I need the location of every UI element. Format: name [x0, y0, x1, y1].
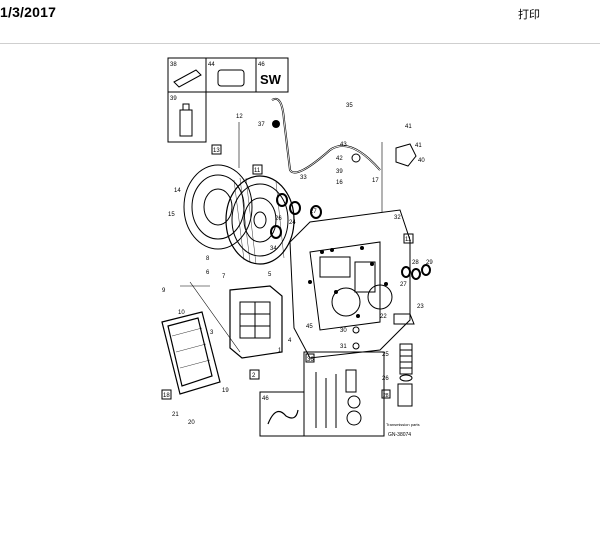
- svg-text:45: 45: [306, 324, 313, 330]
- svg-text:26: 26: [382, 376, 389, 382]
- svg-text:28: 28: [383, 393, 389, 399]
- drawing-code: GN-38074: [388, 432, 411, 438]
- svg-text:35: 35: [346, 103, 353, 109]
- svg-text:32: 32: [394, 215, 401, 221]
- svg-text:39: 39: [336, 169, 343, 175]
- svg-text:34: 34: [270, 246, 277, 252]
- svg-text:26: 26: [275, 216, 282, 222]
- svg-text:25: 25: [382, 352, 389, 358]
- svg-text:46: 46: [262, 396, 269, 402]
- svg-text:30: 30: [340, 328, 347, 334]
- svg-text:38: 38: [170, 62, 177, 68]
- header-divider: [0, 43, 600, 44]
- svg-text:28: 28: [412, 260, 419, 266]
- sw-label: SW: [260, 72, 282, 87]
- svg-text:44: 44: [208, 62, 215, 68]
- svg-text:11: 11: [405, 237, 412, 243]
- svg-text:11: 11: [254, 168, 261, 174]
- svg-text:21: 21: [172, 412, 179, 418]
- svg-text:46: 46: [258, 62, 265, 68]
- svg-text:19: 19: [222, 388, 229, 394]
- svg-text:36: 36: [307, 357, 314, 363]
- exploded-view-drawing: 38 44 46 SW 39 35 37 13 11 12: [161, 57, 433, 438]
- svg-text:17: 17: [372, 178, 379, 184]
- svg-text:4: 4: [288, 338, 292, 344]
- svg-text:27: 27: [400, 282, 407, 288]
- svg-text:9: 9: [162, 288, 166, 294]
- svg-text:12: 12: [236, 114, 243, 120]
- svg-text:20: 20: [188, 420, 195, 426]
- svg-text:10: 10: [178, 310, 185, 316]
- parts-diagram: 38 44 46 SW 39 35 37 13 11 12: [150, 52, 450, 442]
- svg-text:39: 39: [170, 96, 177, 102]
- svg-text:15: 15: [168, 212, 175, 218]
- svg-text:24: 24: [289, 220, 296, 226]
- svg-text:22: 22: [380, 314, 387, 320]
- svg-text:6: 6: [206, 270, 210, 276]
- svg-text:7: 7: [222, 274, 226, 280]
- svg-text:13: 13: [213, 148, 220, 154]
- top-bar: 1/3/2017 打印: [0, 0, 600, 44]
- svg-text:31: 31: [340, 344, 347, 350]
- svg-text:18: 18: [163, 393, 170, 399]
- svg-text:37: 37: [258, 122, 265, 128]
- svg-text:3: 3: [210, 330, 214, 336]
- svg-text:29: 29: [426, 260, 433, 266]
- svg-text:41: 41: [415, 143, 422, 149]
- svg-text:43: 43: [340, 142, 347, 148]
- svg-text:8: 8: [206, 256, 210, 262]
- svg-text:5: 5: [268, 272, 272, 278]
- date-stamp: 1/3/2017: [0, 4, 57, 20]
- svg-text:1: 1: [278, 348, 282, 354]
- svg-text:41: 41: [405, 124, 412, 130]
- svg-text:42: 42: [336, 156, 343, 162]
- svg-text:14: 14: [174, 188, 181, 194]
- svg-text:27: 27: [310, 209, 317, 215]
- svg-text:16: 16: [336, 180, 343, 186]
- drawing-note: Transmission parts: [386, 422, 420, 427]
- print-link[interactable]: 打印: [518, 9, 540, 21]
- svg-text:23: 23: [417, 304, 424, 310]
- svg-text:40: 40: [418, 158, 425, 164]
- svg-text:2: 2: [252, 373, 256, 379]
- svg-text:33: 33: [300, 175, 307, 181]
